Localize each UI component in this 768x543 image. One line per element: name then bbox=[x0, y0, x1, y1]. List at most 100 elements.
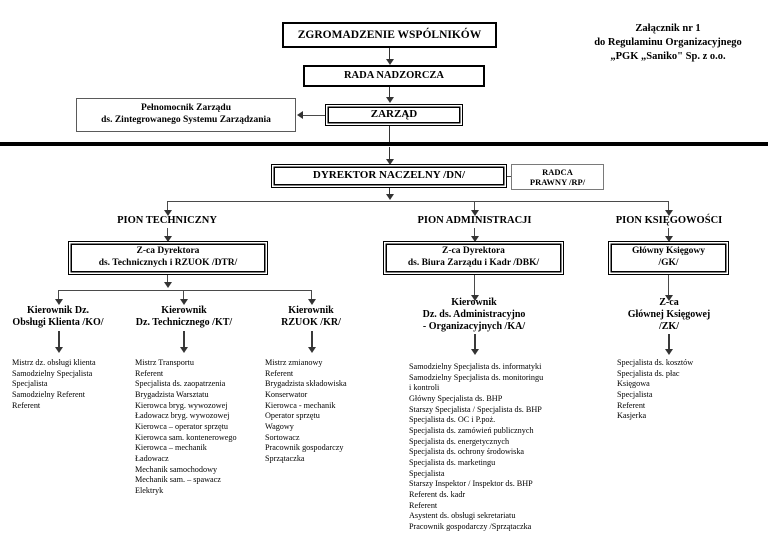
node-legal-counsel-line-2: PRAWNY /RP/ bbox=[529, 177, 586, 187]
connector-bus-technical bbox=[167, 201, 169, 212]
staff-item: Pracownik gospodarczy bbox=[265, 443, 344, 453]
staff-item: Samodzielny Specjalista ds. informatyki bbox=[409, 362, 542, 371]
staff-item: Ładowacz bbox=[135, 453, 169, 463]
arrow-bus-administration bbox=[470, 210, 479, 216]
staff-item: Samodzielny Specjalista ds. monitoringu bbox=[409, 372, 544, 382]
manager-kr-line-2: RZUOK /KR/ bbox=[281, 317, 341, 329]
staff-item: Specjalista ds. zaopatrzenia bbox=[135, 379, 226, 389]
connector-ka-to-staff bbox=[474, 334, 476, 351]
node-management-proxy-line-1: Pełnomocnik Zarządu bbox=[141, 103, 231, 114]
staff-item: Konserwator bbox=[265, 389, 308, 399]
organization-divider-rule bbox=[0, 142, 768, 146]
connector-administration-label-to-box bbox=[474, 228, 476, 238]
node-general-director-label: DYREKTOR NACZELNY /DN/ bbox=[312, 169, 466, 182]
manager-label-customer-service: Kierownik Dz. Obsługi Klienta /KO/ bbox=[2, 305, 114, 329]
arrow-gk-down bbox=[664, 295, 673, 301]
node-management-proxy[interactable]: Pełnomocnik Zarządu ds. Zintegrowanego S… bbox=[76, 98, 296, 132]
staff-item: Ładowacz bryg. wywozowej bbox=[135, 411, 230, 421]
manager-zk-line-3: /ZK/ bbox=[658, 321, 679, 333]
staff-item: Specjalista ds. energetycznych bbox=[409, 436, 510, 446]
staff-item: Mistrz Transportu bbox=[135, 358, 194, 367]
division-bus bbox=[167, 201, 669, 203]
staff-item: Samodzielny Specjalista bbox=[12, 368, 93, 378]
node-deputy-administration-line-2: ds. Biura Zarządu i Kadr /DBK/ bbox=[407, 258, 540, 268]
node-chief-accountant[interactable]: Główny Księgowy /GK/ bbox=[608, 241, 729, 275]
staff-item: Sprzątaczka bbox=[265, 453, 305, 463]
arrow-bus-kt bbox=[179, 299, 188, 305]
node-deputy-administration[interactable]: Z-ca Dyrektora ds. Biura Zarządu i Kadr … bbox=[383, 241, 564, 275]
node-deputy-technical-line-1: Z-ca Dyrektora bbox=[136, 246, 200, 257]
arrow-administration-label-to-box bbox=[470, 236, 479, 242]
connector-management-to-proxy bbox=[303, 114, 325, 116]
arrow-ko-to-staff bbox=[54, 347, 63, 353]
connector-rule-to-director bbox=[389, 147, 391, 161]
connector-bus-administration bbox=[474, 201, 476, 212]
manager-zk-line-2: Głównej Księgowej bbox=[627, 309, 711, 321]
staff-item: i kontroli bbox=[409, 383, 440, 393]
staff-item: Brygadzista składowiska bbox=[265, 379, 347, 389]
node-supervisory-board[interactable]: RADA NADZORCZA bbox=[303, 65, 485, 87]
staff-item: Starszy Inspektor / Inspektor ds. BHP bbox=[409, 479, 533, 489]
manager-kr-line-1: Kierownik bbox=[288, 305, 334, 316]
node-deputy-administration-line-1: Z-ca Dyrektora bbox=[442, 246, 505, 257]
annex-line-1: Załącznik nr 1 bbox=[635, 23, 701, 34]
manager-kt-line-2: Dz. Technicznego /KT/ bbox=[135, 317, 233, 329]
connector-assembly-to-board bbox=[389, 48, 391, 61]
arrow-rule-to-director bbox=[385, 159, 394, 165]
staff-item: Referent bbox=[135, 368, 164, 378]
staff-item: Specjalista bbox=[409, 468, 445, 478]
staff-item: Mechanik sam. – spawacz bbox=[135, 475, 221, 485]
manager-ko-line-2: Obsługi Klienta /KO/ bbox=[12, 317, 104, 329]
node-assembly[interactable]: ZGROMADZENIE WSPÓLNIKÓW bbox=[282, 22, 497, 48]
connector-bus-kr bbox=[311, 290, 313, 301]
connector-kt-to-staff bbox=[183, 331, 185, 349]
staff-item: Kierowca – mechanik bbox=[135, 443, 207, 453]
connector-director-down bbox=[389, 188, 391, 196]
arrow-board-to-management bbox=[385, 97, 394, 103]
staff-item: Specjalista bbox=[617, 389, 653, 399]
staff-item: Sortowacz bbox=[265, 432, 300, 442]
connector-ko-to-staff bbox=[58, 331, 60, 349]
staff-item: Kasjerka bbox=[617, 411, 647, 421]
connector-management-to-rule bbox=[389, 126, 391, 144]
connector-board-to-management bbox=[389, 87, 391, 99]
staff-item: Specjalista ds. marketingu bbox=[409, 457, 496, 467]
staff-item: Księgowa bbox=[617, 379, 650, 389]
node-deputy-technical[interactable]: Z-ca Dyrektora ds. Technicznych i RZUOK … bbox=[68, 241, 268, 275]
manager-ka-line-1: Kierownik bbox=[451, 297, 497, 308]
manager-kt-line-1: Kierownik bbox=[161, 305, 207, 316]
node-management-board[interactable]: ZARZĄD bbox=[325, 104, 463, 126]
connector-bus-ko bbox=[58, 290, 60, 301]
node-chief-accountant-line-2: /GK/ bbox=[658, 258, 679, 268]
arrow-accounting-label-to-box bbox=[664, 236, 673, 242]
staff-item: Brygadzista Warsztatu bbox=[135, 389, 209, 399]
staff-item: Specjalista ds. płac bbox=[617, 368, 680, 378]
staff-item: Operator sprzętu bbox=[265, 411, 320, 421]
staff-item: Referent bbox=[409, 500, 438, 510]
arrow-kt-to-staff bbox=[179, 347, 188, 353]
staff-item: Starszy Specjalista / Specjalista ds. BH… bbox=[409, 404, 542, 414]
node-deputy-technical-line-2: ds. Technicznych i RZUOK /DTR/ bbox=[98, 258, 238, 268]
staff-item: Mistrz zmianowy bbox=[265, 358, 323, 367]
arrow-bus-technical bbox=[163, 210, 172, 216]
arrow-technical-label-to-box bbox=[163, 236, 172, 242]
arrow-bus-ko bbox=[54, 299, 63, 305]
arrow-kr-to-staff bbox=[307, 347, 316, 353]
staff-item: Referent bbox=[265, 368, 294, 378]
annex-line-2: do Regulaminu Organizacyjnego bbox=[594, 37, 742, 49]
node-legal-counsel[interactable]: RADCA PRAWNY /RP/ bbox=[511, 164, 604, 190]
manager-label-admin-org: Kierownik Dz. ds. Administracyjno - Orga… bbox=[394, 297, 554, 334]
connector-zk-to-staff bbox=[668, 334, 670, 351]
staff-item: Specjalista ds. ochrony środowiska bbox=[409, 447, 525, 457]
staff-item: Pracownik gospodarczy /Sprzątaczka bbox=[409, 521, 532, 531]
staff-item: Elektryk bbox=[135, 485, 164, 495]
staff-item: Kierowca – operator sprzętu bbox=[135, 421, 228, 431]
node-general-director[interactable]: DYREKTOR NACZELNY /DN/ bbox=[271, 164, 507, 188]
manager-label-rzuok: Kierownik RZUOK /KR/ bbox=[259, 305, 363, 329]
staff-item: Referent bbox=[617, 400, 646, 410]
manager-label-deputy-chief-accountant: Z-ca Głównej Księgowej /ZK/ bbox=[605, 297, 733, 334]
node-assembly-label: ZGROMADZENIE WSPÓLNIKÓW bbox=[297, 28, 482, 41]
